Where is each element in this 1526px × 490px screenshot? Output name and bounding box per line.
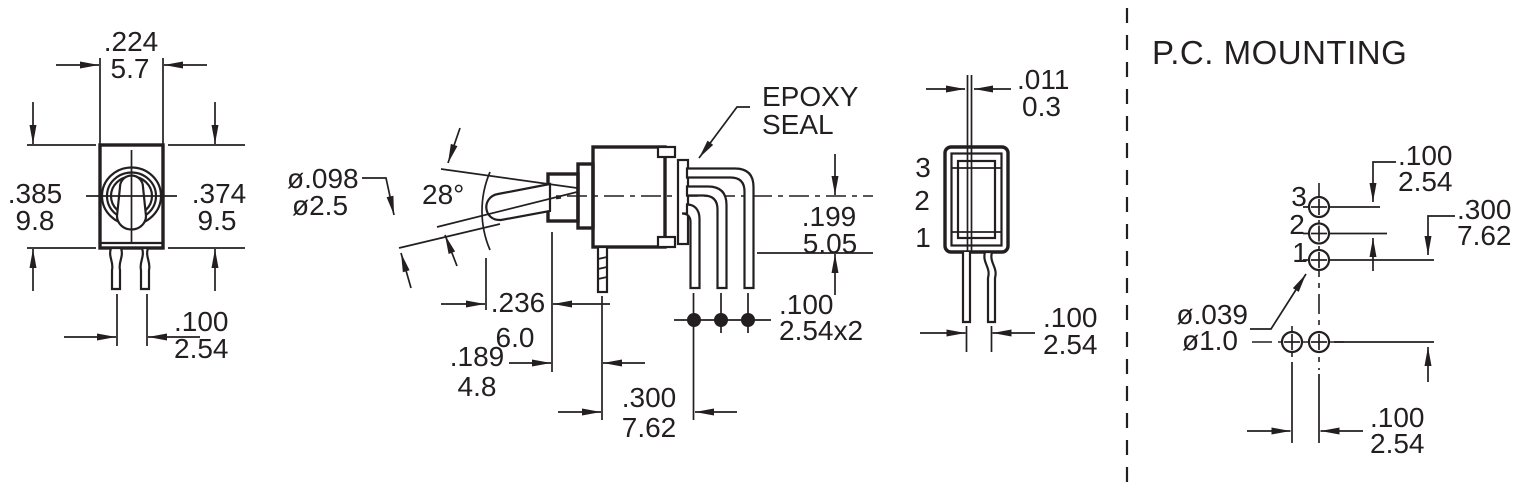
terminal-pin-3 xyxy=(685,167,755,290)
dim-front-height-left-mm: 9.8 xyxy=(16,205,55,236)
dim-throw-angle: 28° xyxy=(422,179,464,210)
pad-dot xyxy=(687,313,701,327)
dim-column-pitch-in: .100 xyxy=(1370,402,1425,433)
rear-pin-right xyxy=(983,250,997,324)
dim-column-pitch-mm: 2.54 xyxy=(1370,428,1425,459)
dim-row-offset-in: .300 xyxy=(1457,194,1512,225)
dim-actuator-length-mm: 6.0 xyxy=(496,322,535,353)
dim-bushing-depth-in: .189 xyxy=(450,341,505,372)
dim-hole-pitch-in: .100 xyxy=(1398,140,1453,171)
dim-seating-height-in: .199 xyxy=(802,201,857,232)
rear-terminal-label-3: 3 xyxy=(915,152,931,183)
dim-front-pin-spacing-mm: 2.54 xyxy=(174,333,229,364)
dim-terminal-thickness-mm: 0.3 xyxy=(1022,91,1061,122)
dim-terminal-thickness-in: .011 xyxy=(1017,64,1069,95)
dim-front-width-in: .224 xyxy=(104,26,159,57)
dim-front-pin-spacing-in: .100 xyxy=(174,306,229,337)
epoxy-seal-label-line1: EPOXY xyxy=(762,81,859,112)
terminal-pin-1 xyxy=(681,203,701,290)
dim-rear-pin-spacing-mm: 2.54 xyxy=(1043,329,1098,360)
dim-seating-height-mm: 5.05 xyxy=(803,228,858,259)
pc-terminal-label-3: 3 xyxy=(1291,181,1307,212)
front-pin-left xyxy=(109,246,123,291)
side-view: 28° ø.098 ø2.5 EPOXY SEAL .236 6.0 .189 … xyxy=(287,81,873,443)
dim-actuator-dia-in: ø.098 xyxy=(287,163,359,194)
dim-actuator-dia-mm: ø2.5 xyxy=(292,190,348,221)
pc-terminal-label-2: 2 xyxy=(1289,209,1305,240)
switch-body-rear xyxy=(943,145,1010,254)
pc-terminal-label-1: 1 xyxy=(1292,237,1308,268)
dim-mount-to-terminal-mm: 7.62 xyxy=(622,412,677,443)
pc-mounting-view: P.C. MOUNTING 3 2 1 .100 2.54 xyxy=(1152,34,1512,459)
dim-hole-dia-mm: ø1.0 xyxy=(1182,325,1238,356)
dim-front-height-right-in: .374 xyxy=(192,178,247,209)
switch-body-side xyxy=(591,145,667,249)
front-pin-right xyxy=(139,246,151,291)
epoxy-seal-label-line2: SEAL xyxy=(762,109,834,140)
dim-front-height-right-mm: 9.5 xyxy=(198,205,237,236)
rear-terminal-label-2: 2 xyxy=(914,185,930,216)
dim-front-width-mm: 5.7 xyxy=(111,53,150,84)
dim-hole-dia-in: ø.039 xyxy=(1176,299,1248,330)
dim-row-offset-mm: 7.62 xyxy=(1457,220,1512,251)
dim-rear-pin-spacing-in: .100 xyxy=(1043,302,1098,333)
dim-terminal-pitch-in: .100 xyxy=(779,289,834,320)
dim-mount-to-terminal-in: .300 xyxy=(622,382,677,413)
dim-front-height-left-in: .385 xyxy=(8,178,63,209)
front-view: .224 5.7 .385 9.8 .374 9.5 .100 2.54 xyxy=(8,26,247,364)
rear-pin-left xyxy=(961,252,972,324)
dim-terminal-pitch-mm: 2.54x2 xyxy=(779,315,863,346)
dim-hole-pitch-mm: 2.54 xyxy=(1398,166,1453,197)
terminal-pin-2 xyxy=(685,185,728,290)
toggle-lever-side xyxy=(485,182,552,222)
dim-actuator-length-in: .236 xyxy=(491,287,546,318)
rear-view: 3 2 1 .011 0.3 .100 2.54 xyxy=(914,64,1097,360)
epoxy-seal-plate xyxy=(676,158,690,246)
pad-dot xyxy=(714,313,728,327)
pc-mounting-title: P.C. MOUNTING xyxy=(1152,34,1407,71)
rear-terminal-label-1: 1 xyxy=(915,222,931,253)
dim-bushing-depth-mm: 4.8 xyxy=(458,371,497,402)
pad-dot xyxy=(741,313,755,327)
support-pin xyxy=(596,245,609,294)
